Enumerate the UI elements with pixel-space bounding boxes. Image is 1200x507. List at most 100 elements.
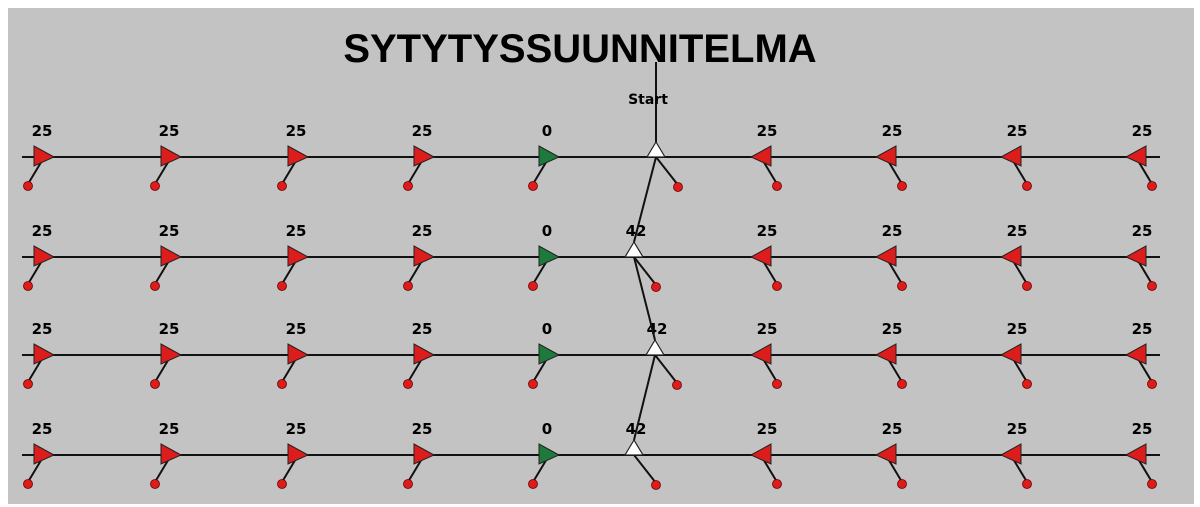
borehole-dot [277, 379, 287, 389]
detonator-hole: 25 [999, 320, 1032, 389]
detonator-hole: 25 [1124, 222, 1157, 291]
detonator-hole: 25 [874, 122, 907, 191]
delay-flag [749, 145, 772, 167]
detonator-hole: 0 [528, 122, 561, 191]
borehole-dot [23, 181, 33, 191]
inter-row-link [633, 256, 656, 341]
detonator-hole: 25 [999, 122, 1032, 191]
borehole-dot [672, 380, 682, 390]
delay-label: 25 [1007, 420, 1028, 438]
borehole-dot [528, 181, 538, 191]
delay-label: 25 [882, 420, 903, 438]
connector-lead [655, 156, 679, 186]
detonator-hole: 25 [403, 222, 436, 291]
delay-label: 25 [32, 320, 53, 338]
detonator-hole: 25 [874, 320, 907, 389]
borehole-dot [403, 281, 413, 291]
borehole-dot [23, 379, 33, 389]
detonator-hole: 25 [23, 222, 56, 291]
delay-flag [287, 145, 310, 167]
connector-lead [654, 354, 678, 384]
detonator-hole: 25 [150, 320, 183, 389]
detonator-hole: 25 [874, 420, 907, 489]
delay-label: 25 [412, 420, 433, 438]
hole-rows: 2525252502525252525252525025252525422525… [22, 122, 1160, 490]
delay-label: 25 [32, 122, 53, 140]
delay-label: 25 [286, 420, 307, 438]
borehole-dot [23, 479, 33, 489]
detonator-hole: 25 [999, 222, 1032, 291]
delay-flag [1124, 145, 1147, 167]
borehole-dot [1022, 181, 1032, 191]
delay-flag [160, 343, 183, 365]
detonator-hole: 25 [403, 420, 436, 489]
delay-label: 25 [757, 122, 778, 140]
borehole-dot [772, 479, 782, 489]
delay-flag [287, 245, 310, 267]
detonator-hole: 25 [150, 222, 183, 291]
delay-flag [160, 245, 183, 267]
detonator-hole: 25 [277, 420, 310, 489]
detonator-hole: 0 [528, 222, 561, 291]
delay-label: 25 [1007, 222, 1028, 240]
delay-label: 25 [882, 320, 903, 338]
delay-flag [874, 245, 897, 267]
delay-flag [413, 443, 436, 465]
detonator-hole: 25 [150, 420, 183, 489]
delay-flag [749, 443, 772, 465]
inter-row-link [633, 354, 656, 441]
delay-flag [287, 443, 310, 465]
delay-flag [749, 343, 772, 365]
detonator-hole: 25 [1124, 420, 1157, 489]
delay-label: 25 [757, 222, 778, 240]
borehole-dot [528, 479, 538, 489]
borehole-dot [772, 281, 782, 291]
detonator-hole: 25 [23, 420, 56, 489]
borehole-dot [1022, 479, 1032, 489]
delay-label: 25 [286, 222, 307, 240]
borehole-dot [277, 281, 287, 291]
delay-flag [538, 245, 561, 267]
delay-label: 25 [882, 122, 903, 140]
diagram-title: SYTYTYSSUUNNITELMA [343, 27, 816, 71]
delay-flag [999, 145, 1022, 167]
delay-label: 25 [412, 122, 433, 140]
delay-label: 25 [1132, 122, 1153, 140]
delay-flag [287, 343, 310, 365]
delay-flag [413, 145, 436, 167]
delay-label: 0 [542, 420, 552, 438]
delay-label: 25 [412, 222, 433, 240]
connector-lead [633, 256, 657, 286]
borehole-dot [772, 379, 782, 389]
borehole-dot [673, 182, 683, 192]
delay-flag [538, 443, 561, 465]
detonator-hole: 25 [1124, 320, 1157, 389]
delay-flag [33, 343, 56, 365]
borehole-dot [897, 181, 907, 191]
delay-flag [538, 343, 561, 365]
delay-label: 25 [1132, 320, 1153, 338]
inter-row-link [633, 156, 657, 243]
detonator-hole: 25 [23, 122, 56, 191]
borehole-dot [1147, 379, 1157, 389]
connector-triangle [623, 438, 645, 456]
delay-label: 0 [542, 320, 552, 338]
borehole-dot [1147, 181, 1157, 191]
delay-label: 25 [882, 222, 903, 240]
delay-label: 25 [286, 320, 307, 338]
delay-label: 25 [32, 222, 53, 240]
detonator-hole: 25 [749, 222, 782, 291]
delay-flag [874, 145, 897, 167]
delay-flag [33, 443, 56, 465]
borehole-dot [651, 480, 661, 490]
borehole-dot [1147, 479, 1157, 489]
detonator-hole: 25 [403, 122, 436, 191]
delay-flag [749, 245, 772, 267]
connector-lead [633, 454, 657, 484]
delay-flag [1124, 343, 1147, 365]
borehole-dot [897, 281, 907, 291]
